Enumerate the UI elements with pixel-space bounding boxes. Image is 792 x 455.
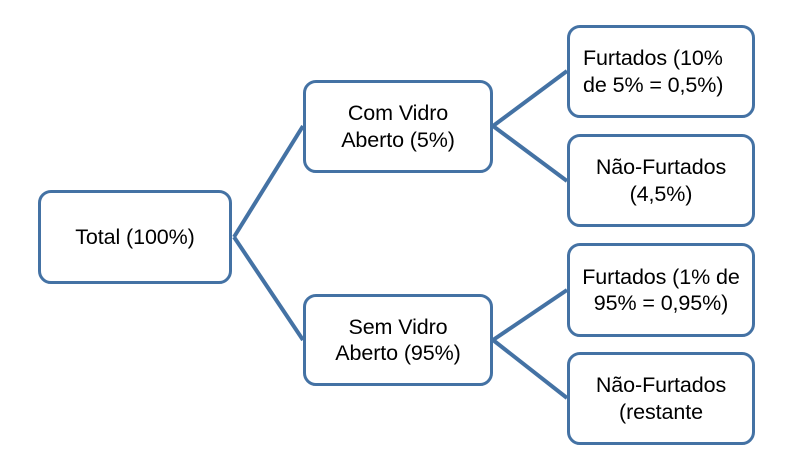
node-furtados-sem-vidro[interactable]: Furtados (1% de 95% = 0,95%) xyxy=(567,243,755,337)
node-furtados-com-vidro[interactable]: Furtados (10% de 5% = 0,5%) xyxy=(567,25,755,118)
connector-sem-vidro-to-furtados xyxy=(491,288,569,342)
connector-com-vidro-to-furtados xyxy=(491,69,569,128)
node-total[interactable]: Total (100%) xyxy=(38,190,232,284)
node-nao-furtados-sem-vidro-label: Não-Furtados (restante xyxy=(595,373,727,424)
node-sem-vidro-aberto-label: Sem Vidro Aberto (95%) xyxy=(335,314,461,365)
node-com-vidro-aberto[interactable]: Com Vidro Aberto (5%) xyxy=(303,80,493,173)
connector-com-vidro-to-nao-furtados xyxy=(491,124,569,183)
node-furtados-sem-vidro-label: Furtados (1% de 95% = 0,95%) xyxy=(582,264,740,315)
node-nao-furtados-com-vidro[interactable]: Não-Furtados (4,5%) xyxy=(567,134,755,227)
connector-root-to-com-vidro xyxy=(232,124,305,239)
connector-root-to-sem-vidro xyxy=(232,235,305,342)
node-nao-furtados-sem-vidro[interactable]: Não-Furtados (restante xyxy=(567,352,755,445)
connector-sem-vidro-to-nao-furtados xyxy=(491,338,569,400)
node-com-vidro-aberto-label: Com Vidro Aberto (5%) xyxy=(341,101,455,152)
node-nao-furtados-com-vidro-label: Não-Furtados (4,5%) xyxy=(595,155,727,206)
node-sem-vidro-aberto[interactable]: Sem Vidro Aberto (95%) xyxy=(303,294,493,386)
node-total-label: Total (100%) xyxy=(75,224,195,249)
node-furtados-com-vidro-label: Furtados (10% de 5% = 0,5%) xyxy=(583,46,724,97)
